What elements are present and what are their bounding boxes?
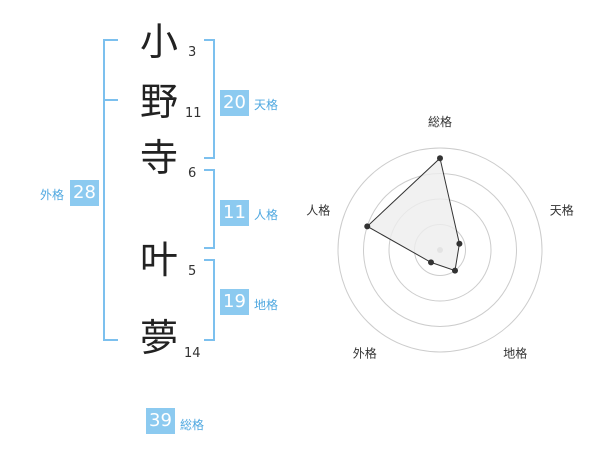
gaikaku-value: 28 — [70, 180, 99, 206]
stroke-count-4: 5 — [188, 264, 197, 279]
jinkaku-label: 人格 — [254, 208, 279, 222]
stroke-count-5: 14 — [184, 346, 201, 361]
gaikaku-label: 外格 — [40, 188, 65, 202]
radar-axis-label-3: 地格 — [503, 346, 527, 361]
stroke-count-2: 11 — [185, 106, 202, 121]
name-char-4: 叶 — [140, 238, 179, 282]
soukaku-value: 39 — [146, 408, 175, 434]
radar-point-3 — [451, 267, 458, 274]
jinkaku-value: 11 — [220, 200, 249, 226]
name-char-1: 小 — [140, 20, 179, 64]
stroke-count-1: 3 — [188, 45, 197, 60]
name-char-3: 寺 — [140, 136, 179, 180]
radar-point-1 — [437, 155, 443, 162]
radar-point-4 — [428, 259, 435, 266]
radar-point-2 — [456, 240, 463, 247]
radar-area — [366, 157, 460, 272]
name-char-2: 野 — [140, 80, 179, 124]
tenkaku-label: 天格 — [254, 98, 279, 112]
name-char-5: 夢 — [140, 316, 179, 360]
stroke-count-3: 6 — [188, 166, 197, 181]
radar-axis-label-2: 天格 — [550, 202, 574, 217]
radar-axis-label-5: 人格 — [306, 202, 330, 217]
tenkaku-value: 20 — [220, 90, 249, 116]
soukaku-label: 総格 — [180, 418, 205, 432]
gaikaku-bracket — [103, 39, 118, 341]
chikaku-value: 19 — [220, 289, 249, 315]
tenkaku-bracket — [204, 39, 215, 159]
radar-point-5 — [364, 223, 371, 230]
radar-axis-label-4: 外格 — [353, 346, 377, 361]
radar-ring — [337, 147, 543, 353]
jinkaku-bracket — [204, 169, 215, 249]
chikaku-bracket — [204, 259, 215, 341]
radar-axis-label-1: 総格 — [428, 114, 452, 129]
chikaku-label: 地格 — [254, 298, 279, 312]
